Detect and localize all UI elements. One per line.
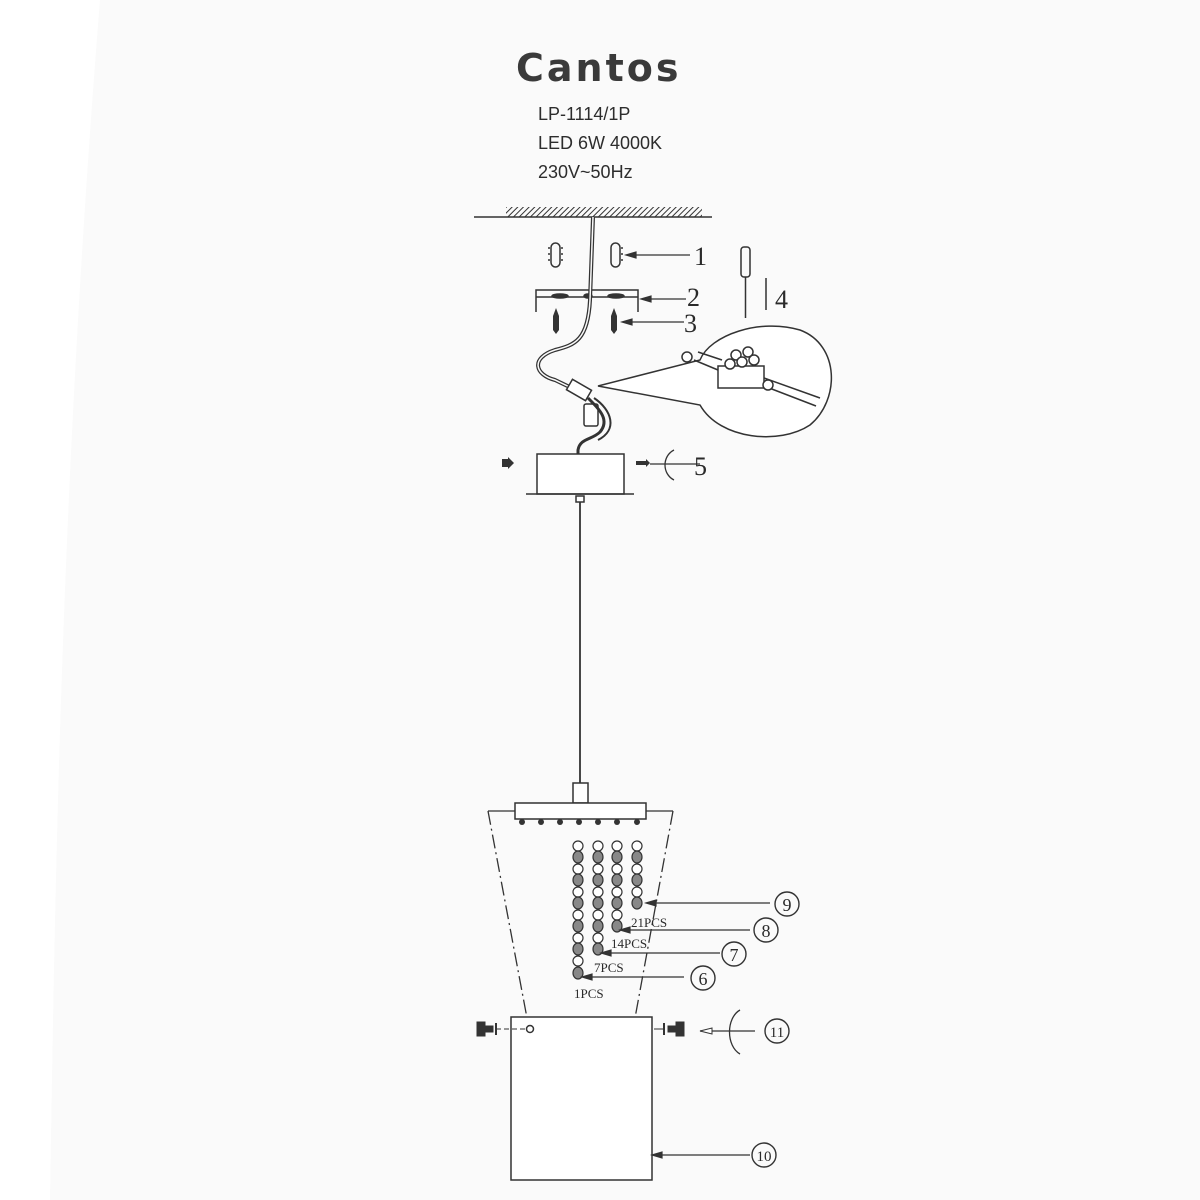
power-spec: 230V~50Hz [538, 162, 633, 182]
canopy [526, 453, 634, 503]
callout-8: 8 [762, 921, 771, 941]
leader-lines [579, 251, 770, 1159]
quantity-label-14pcs: 14PCS [611, 936, 647, 951]
callout-3: 3 [684, 309, 697, 338]
circled-callouts [690, 891, 800, 1168]
callout-2: 2 [687, 283, 700, 312]
callout-7: 7 [730, 945, 739, 965]
crystal-strand-8 [611, 840, 623, 933]
ceiling [474, 207, 712, 218]
canopy-screw-icon [502, 457, 650, 469]
callout-4: 4 [775, 285, 788, 314]
callout-11: 11 [770, 1025, 784, 1041]
callout-10: 10 [757, 1149, 772, 1165]
shade-screw-icon [476, 1021, 685, 1037]
rotate-arrow-icon [664, 449, 675, 481]
model-number: LP-1114/1P [538, 104, 631, 124]
crystal-strand-9 [631, 840, 643, 910]
crystal-hooks [519, 819, 640, 825]
rotate-arrow-icon [728, 1009, 741, 1055]
crystal-strand-7 [592, 840, 604, 956]
callout-1: 1 [694, 242, 707, 271]
screwdriver-icon [740, 246, 767, 318]
wall-plug-icon [548, 242, 623, 268]
wiring-detail-bubble [597, 325, 832, 438]
callout-5: 5 [694, 452, 707, 481]
terminal-block-icon [565, 378, 599, 427]
crystal-strand-6 [572, 840, 584, 980]
callout-9: 9 [783, 895, 792, 915]
lamp-shade [510, 1016, 653, 1181]
callout-6: 6 [699, 969, 708, 989]
shade-cone-outline [487, 810, 674, 1019]
quantity-label-7pcs: 7PCS [594, 960, 624, 975]
light-source-spec: LED 6W 4000K [538, 133, 663, 153]
screw-icon [553, 308, 617, 334]
quantity-label-21pcs: 21PCS [631, 915, 667, 930]
scan-background [50, 0, 1200, 1200]
quantity-label-1pcs: 1PCS [574, 986, 604, 1001]
crystal-strands [572, 840, 643, 980]
product-title: Cantos [516, 46, 682, 90]
